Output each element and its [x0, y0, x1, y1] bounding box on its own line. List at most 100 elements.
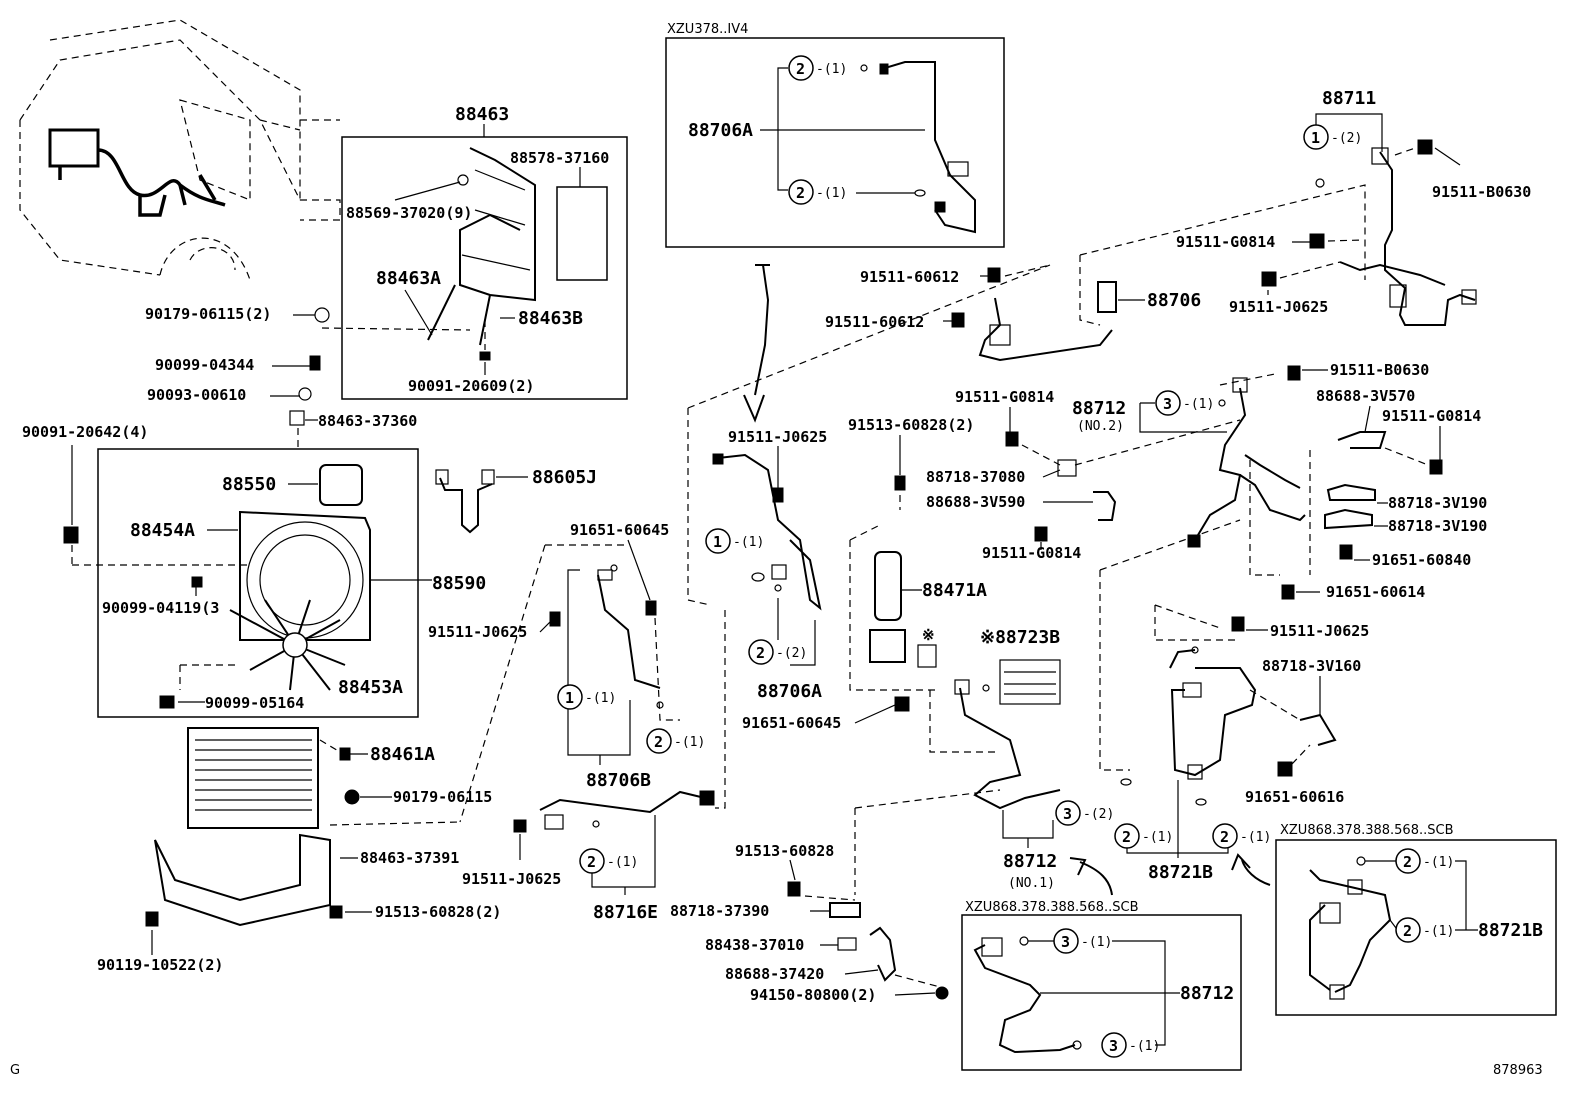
label-91651-60840: 91651-60840	[1372, 551, 1471, 569]
qty-label: -(2)	[1083, 807, 1114, 822]
label-88461A: 88461A	[370, 744, 435, 765]
label-88716E: 88716E	[593, 902, 658, 923]
label-91511-G0814-d: 91511-G0814	[982, 544, 1081, 562]
variant-box-scb-88712: XZU868.378.388.568..SCB 3 -(1) 3 -(1) 88…	[961, 900, 1242, 1071]
label-88471A: 88471A	[922, 580, 987, 601]
label-88688-37420: 88688-37420	[725, 965, 824, 983]
label-90179-06115: 90179-06115	[393, 788, 492, 806]
diagram-number: 878963	[1493, 1063, 1543, 1078]
label-88718-3V190-a: 88718-3V190	[1388, 494, 1487, 512]
qty-label: -(1)	[1142, 830, 1173, 845]
label-88706A-top: 88706A	[688, 120, 753, 141]
ref-1: 1	[1311, 129, 1320, 147]
label-91511-G0814-a: 91511-G0814	[1176, 233, 1275, 251]
qty-label: -(1)	[1129, 1039, 1160, 1054]
label-no1: (NO.1)	[1008, 876, 1055, 891]
variant-box-iv4: XZU378..IV4 2 -(1) 2 -(1) 88706A	[665, 22, 1005, 248]
ref-2: 2	[1403, 922, 1412, 940]
ref-3: 3	[1163, 395, 1172, 413]
label-91511-J0625-e: 91511-J0625	[1270, 622, 1369, 640]
label-91513-60828-2: 91513-60828(2)	[848, 416, 974, 434]
ref-2: 2	[796, 60, 805, 78]
label-88721B-box: 88721B	[1478, 920, 1543, 941]
label-88712-box: 88712	[1180, 983, 1234, 1004]
ref-2: 2	[1220, 828, 1229, 846]
label-94150-80800: 94150-80800(2)	[750, 986, 876, 1004]
label-90091-20609: 90091-20609(2)	[408, 377, 534, 395]
label-88453A: 88453A	[338, 677, 403, 698]
label-88463B: 88463B	[518, 308, 583, 329]
label-90179-06115-2: 90179-06115(2)	[145, 305, 271, 323]
label-90091-20642: 90091-20642(4)	[22, 423, 148, 441]
label-88550: 88550	[222, 474, 276, 495]
qty-label: -(1)	[1423, 924, 1454, 939]
ref-2: 2	[756, 644, 765, 662]
qty-label: -(1)	[1081, 935, 1112, 950]
label-88463A: 88463A	[376, 268, 441, 289]
condenser-group: 88461A 90179-06115	[187, 727, 492, 829]
caption-xzu-scb-a: XZU868.378.388.568..SCB	[965, 900, 1139, 915]
corner-letter: G	[10, 1063, 20, 1078]
ref-3: 3	[1061, 933, 1070, 951]
label-no2: (NO.2)	[1077, 419, 1124, 434]
fan-shroud-group: 88550 88454A 88590 90099-04119(3 88453A …	[97, 428, 486, 718]
label-88463: 88463	[455, 104, 509, 125]
label-88718-37080: 88718-37080	[926, 468, 1025, 486]
qty-label: -(1)	[733, 535, 764, 550]
caption-xzu-iv4: XZU378..IV4	[667, 22, 748, 37]
label-88711: 88711	[1322, 88, 1376, 109]
qty-label: -(1)	[607, 855, 638, 870]
qty-label: -(1)	[674, 735, 705, 750]
label-90093-00610: 90093-00610	[147, 386, 246, 404]
label-88578-37160: 88578-37160	[510, 149, 609, 167]
label-91511-60612-b: 91511-60612	[825, 313, 924, 331]
label-88706: 88706	[1147, 290, 1201, 311]
ref-2: 2	[1122, 828, 1131, 846]
ref-1: 1	[565, 689, 574, 707]
label-90099-05164: 90099-05164	[205, 694, 304, 712]
truck-illustration	[19, 19, 341, 281]
label-90119-10522: 90119-10522(2)	[97, 956, 223, 974]
caption-xzu-scb-b: XZU868.378.388.568..SCB	[1280, 823, 1454, 838]
label-88590: 88590	[432, 573, 486, 594]
qty-label: -(2)	[1331, 131, 1362, 146]
ref-3: 3	[1109, 1037, 1118, 1055]
ref-2: 2	[654, 733, 663, 751]
label-91511-J0625-b: 91511-J0625	[462, 870, 561, 888]
label-88712-no1: 88712	[1003, 851, 1057, 872]
label-88723B: ※88723B	[980, 627, 1060, 648]
ref-2: 2	[587, 853, 596, 871]
label-91511-J0625-a: 91511-J0625	[428, 623, 527, 641]
label-kome: ※	[922, 626, 935, 644]
label-91511-G0814-c: 91511-G0814	[1382, 407, 1481, 425]
qty-label: -(2)	[776, 646, 807, 661]
label-88438-37010: 88438-37010	[705, 936, 804, 954]
label-91651-60614: 91651-60614	[1326, 583, 1425, 601]
label-88712-no2: 88712	[1072, 398, 1126, 419]
label-88721B: 88721B	[1148, 862, 1213, 883]
label-91511-60612-a: 91511-60612	[860, 268, 959, 286]
label-88454A: 88454A	[130, 520, 195, 541]
label-88569-37020: 88569-37020(9)	[346, 204, 472, 222]
label-91513-60828-2b: 91513-60828(2)	[375, 903, 501, 921]
label-91511-G0814-b: 91511-G0814	[955, 388, 1054, 406]
ref-2: 2	[796, 184, 805, 202]
label-90099-04344: 90099-04344	[155, 356, 254, 374]
qty-label: -(1)	[1423, 855, 1454, 870]
label-90099-04119: 90099-04119(3	[102, 599, 219, 617]
label-91511-J0625-c: 91511-J0625	[728, 428, 827, 446]
ref-1: 1	[713, 533, 722, 551]
label-91651-60616: 91651-60616	[1245, 788, 1344, 806]
qty-label: -(1)	[1183, 397, 1214, 412]
label-91651-60645-b: 91651-60645	[742, 714, 841, 732]
qty-label: -(1)	[816, 186, 847, 201]
label-91511-J0625-d: 91511-J0625	[1229, 298, 1328, 316]
label-88605J: 88605J	[532, 467, 597, 488]
label-88463-37360: 88463-37360	[318, 412, 417, 430]
label-88688-3V590: 88688-3V590	[926, 493, 1025, 511]
label-91513-60828: 91513-60828	[735, 842, 834, 860]
label-88706B: 88706B	[586, 770, 651, 791]
ref-2: 2	[1403, 853, 1412, 871]
ref-3: 3	[1063, 805, 1072, 823]
